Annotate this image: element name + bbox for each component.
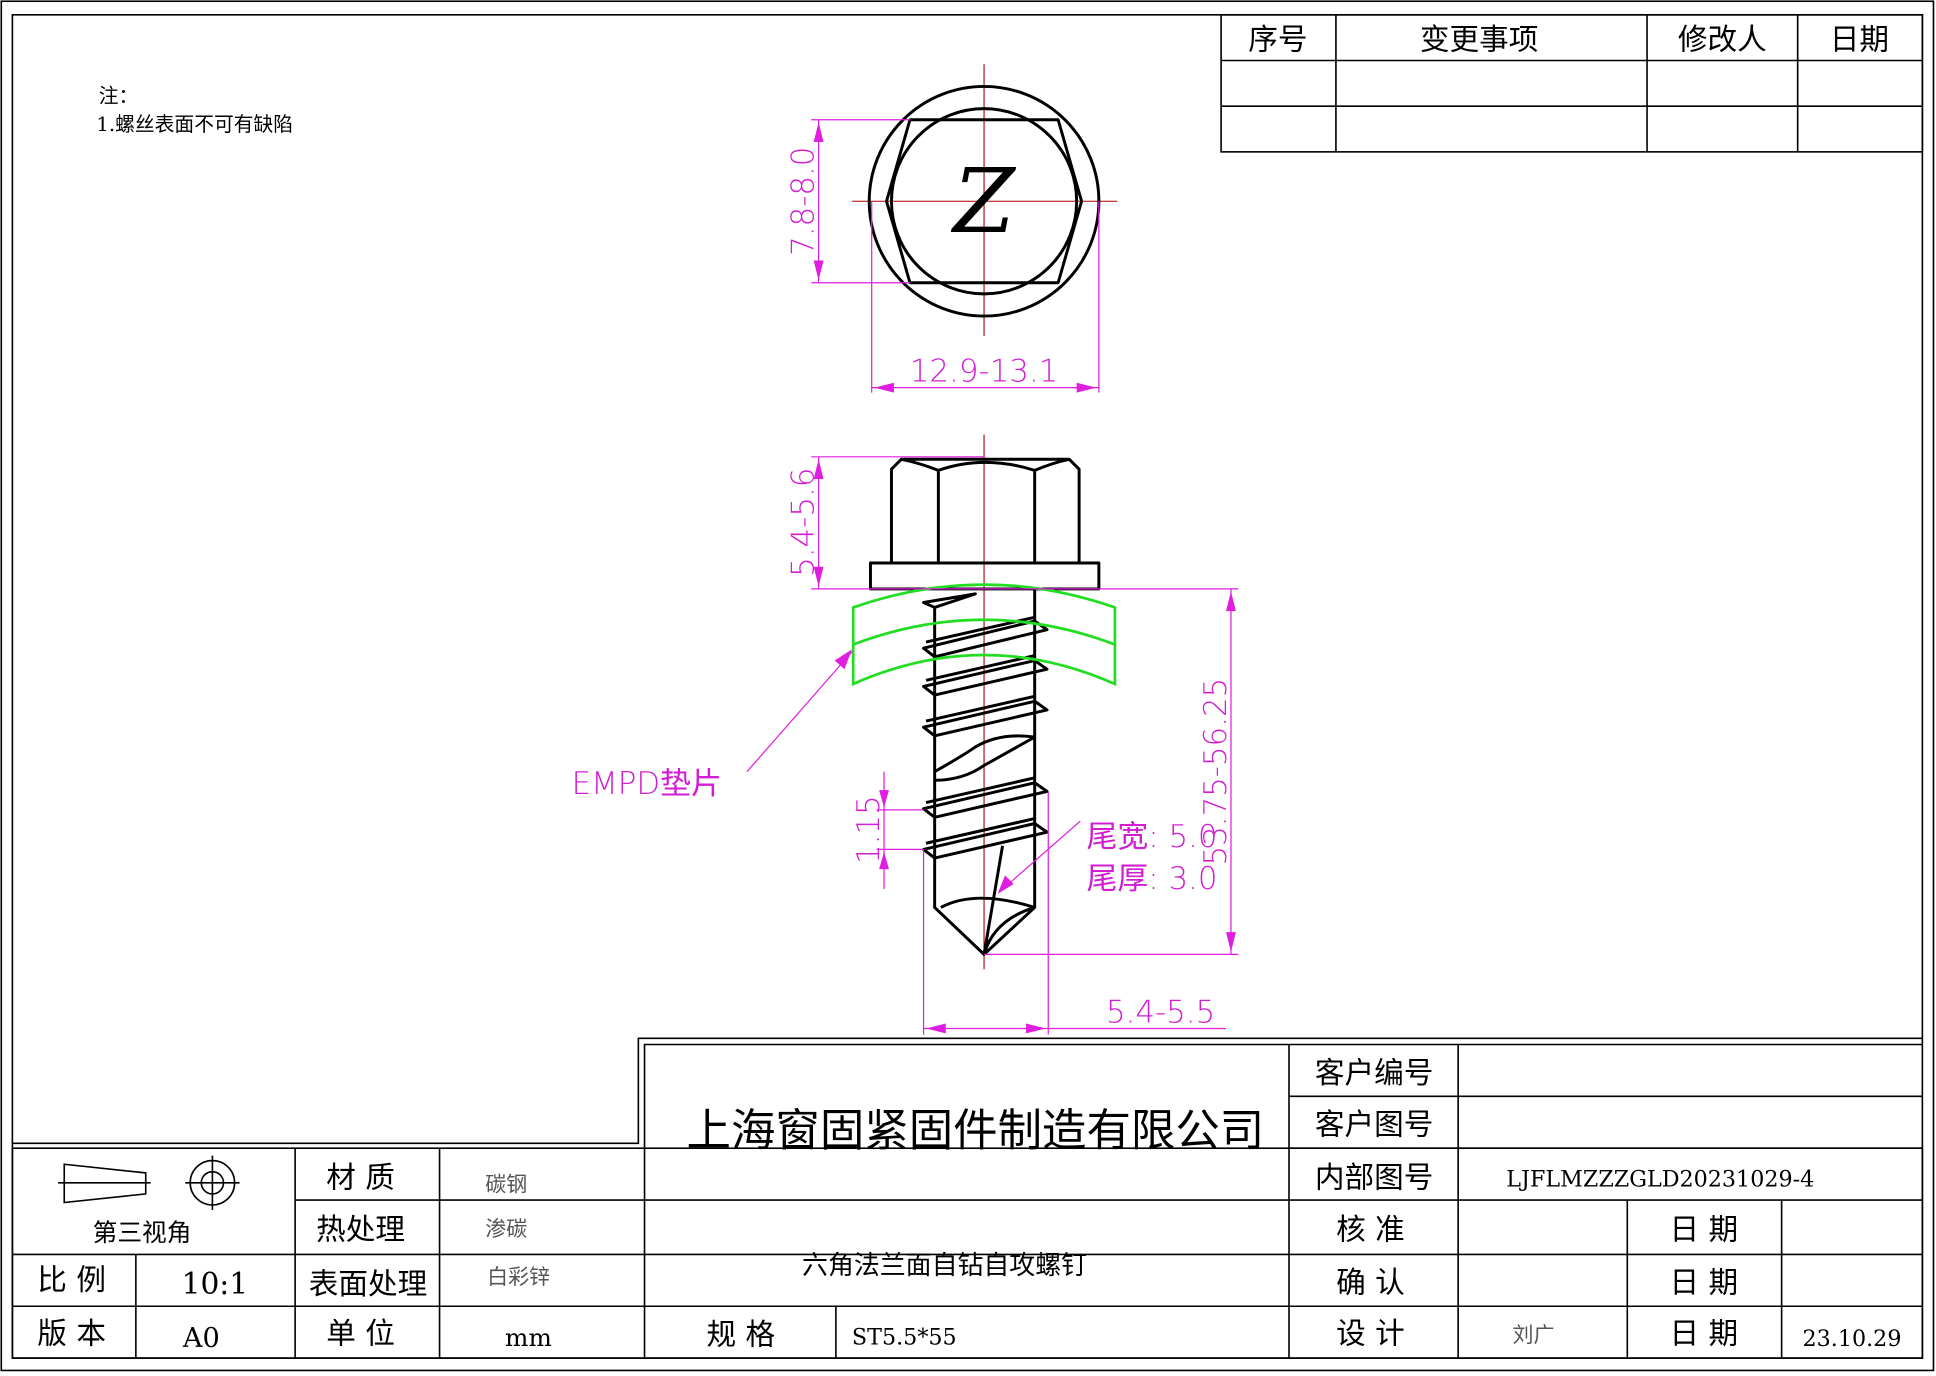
note-item: 1.螺丝表面不可有缺陷	[96, 113, 293, 136]
header-change: 变更事项	[1420, 21, 1539, 56]
customer-drawing-label: 客户图号	[1315, 1107, 1434, 1142]
header-seq: 序号	[1248, 21, 1307, 56]
material-value: 碳钢	[485, 1172, 527, 1196]
side-view: EMPD垫片 5.4-5.6 53.75-56.25 1.15 尾宽: 5.0 …	[572, 434, 1239, 1035]
customer-no-label: 客户编号	[1315, 1055, 1434, 1090]
internal-drawing-label: 内部图号	[1315, 1160, 1434, 1195]
washer-label: EMPD垫片	[572, 766, 722, 802]
confirm-date-label: 日 期	[1670, 1265, 1739, 1300]
dim-pitch: 1.15	[851, 795, 887, 864]
unit-label: 单 位	[326, 1315, 395, 1350]
design-date: 23.10.29	[1803, 1326, 1902, 1352]
scale-value: 10:1	[182, 1266, 249, 1301]
threads	[922, 592, 1049, 860]
surface-value: 白彩锌	[487, 1265, 550, 1289]
company-name: 上海窗固紧固件制造有限公司	[687, 1106, 1265, 1157]
material-label: 材 质	[326, 1160, 395, 1195]
internal-drawing-value: LJFLMZZZGLD20231029-4	[1506, 1166, 1814, 1192]
hex-head-side	[889, 457, 1081, 563]
approve-label: 核 准	[1336, 1212, 1405, 1247]
spec-label: 规 格	[706, 1317, 775, 1352]
header-date: 日期	[1830, 21, 1889, 56]
projection-label: 第三视角	[93, 1218, 192, 1247]
heat-label: 热处理	[316, 1212, 405, 1247]
version-label: 版 本	[37, 1315, 106, 1350]
heat-value: 渗碳	[485, 1217, 527, 1241]
header-modifier: 修改人	[1678, 21, 1767, 56]
dim-across-flats: 7.8-8.0	[786, 147, 822, 256]
tail-thickness: 尾厚: 3.0	[1087, 861, 1218, 897]
version-value: A0	[182, 1323, 220, 1354]
tail-width: 尾宽: 5.0	[1087, 819, 1218, 855]
dim-length: 53.75-56.25	[1198, 678, 1234, 866]
confirm-label: 确 认	[1336, 1265, 1405, 1300]
empd-washer	[851, 583, 1117, 687]
title-block: 第三视角 材 质 碳钢 热处理 渗碳 比 例 10:1 表面处理 白彩锌 版 本…	[11, 1037, 1924, 1359]
dim-head-height: 5.4-5.6	[786, 468, 822, 577]
inner-circle	[889, 107, 1079, 296]
dim-thread-diameter: 5.4-5.5	[1106, 994, 1215, 1030]
scale-label: 比 例	[37, 1262, 106, 1297]
part-name: 六角法兰面自钻自攻螺钉	[802, 1251, 1087, 1281]
revision-table: 序号 变更事项 修改人 日期	[1220, 14, 1924, 153]
unit-value: mm	[505, 1323, 552, 1352]
dim-flange-diameter: 12.9-13.1	[910, 354, 1059, 390]
design-date-label: 日 期	[1670, 1315, 1739, 1350]
surface-label: 表面处理	[309, 1266, 428, 1301]
top-view: Z 7.8-8.0 12.9-13.1	[786, 64, 1118, 393]
notes-title: 注：	[99, 84, 139, 107]
third-angle-projection-icon	[58, 1155, 240, 1210]
design-value: 刘广	[1512, 1323, 1554, 1347]
design-label: 设 计	[1336, 1315, 1405, 1350]
approve-date-label: 日 期	[1670, 1212, 1739, 1247]
head-mark: Z	[950, 149, 1017, 253]
spec-value: ST5.5*55	[852, 1325, 957, 1351]
